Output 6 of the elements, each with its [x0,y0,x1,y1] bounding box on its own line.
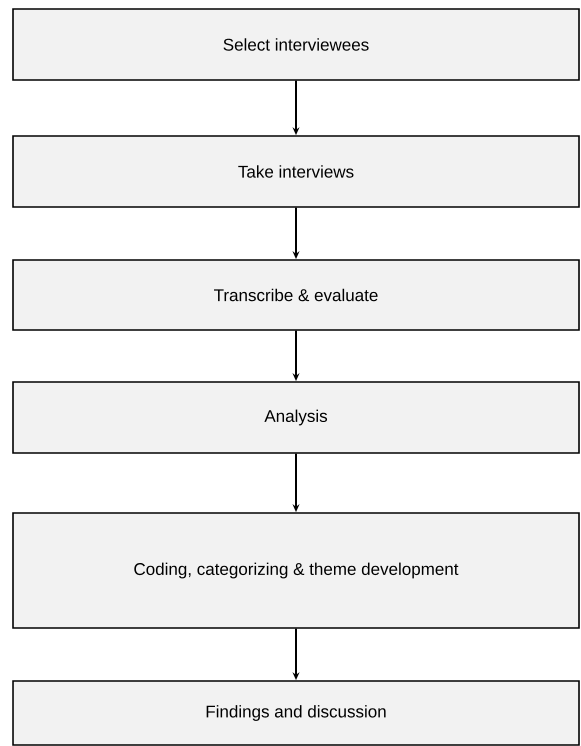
process-box: Take interviews [12,135,580,208]
process-box: Findings and discussion [12,680,580,746]
process-box: Select interviewees [12,8,580,81]
process-box: Analysis [12,381,580,454]
process-box: Transcribe & evaluate [12,259,580,331]
process-box: Coding, categorizing & theme development [12,512,580,629]
